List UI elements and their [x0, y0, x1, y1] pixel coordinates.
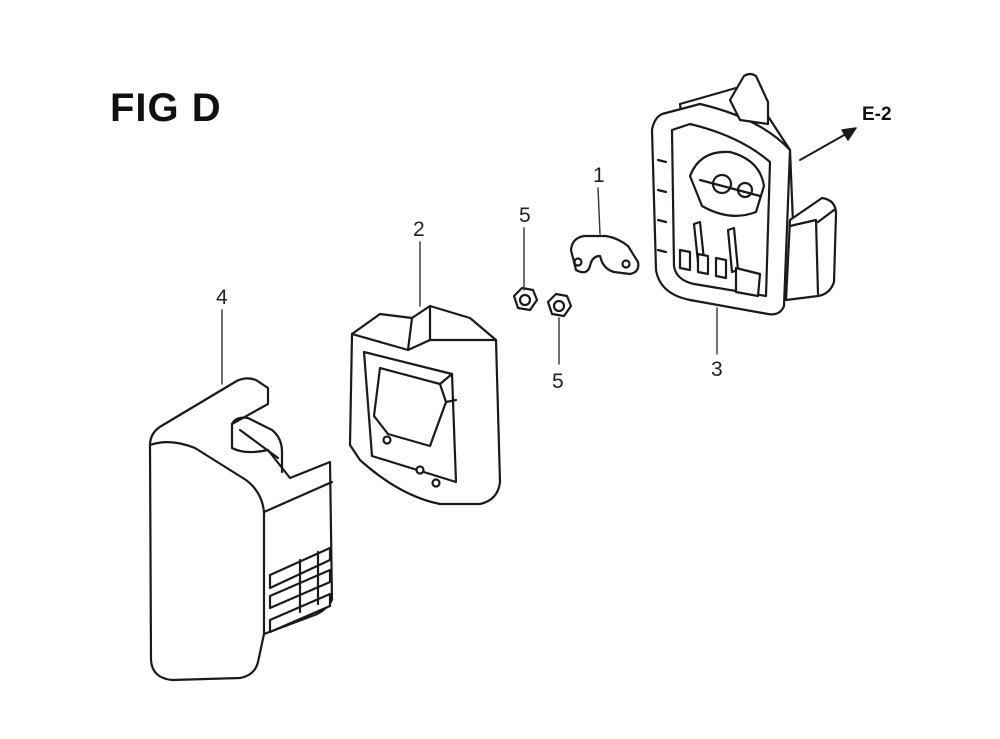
callout-5a: 5: [519, 204, 531, 227]
reference-label: E-2: [862, 104, 892, 125]
part-nut-b: [546, 292, 573, 318]
part-air-cleaner-case: [650, 72, 838, 316]
part-nut-a: [512, 286, 539, 312]
leader-lines: [221, 187, 718, 385]
figure-title: FIG D: [110, 86, 222, 130]
callout-1: 1: [593, 164, 605, 187]
callout-5b: 5: [552, 370, 564, 393]
part-bracket: [569, 234, 640, 276]
callout-2: 2: [413, 218, 425, 241]
callout-4: 4: [216, 286, 228, 309]
callout-3: 3: [711, 358, 723, 381]
reference-arrow: [799, 127, 857, 161]
part-air-cleaner-cover: [148, 377, 334, 682]
part-element-frame: [348, 304, 502, 506]
